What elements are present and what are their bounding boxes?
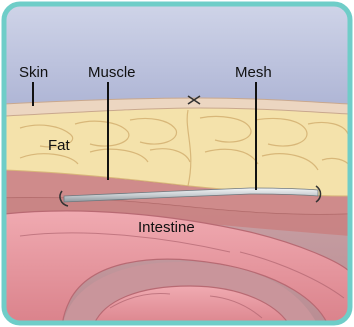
label-skin: Skin [19,64,48,81]
label-mesh: Mesh [235,64,272,81]
label-fat: Fat [48,137,71,154]
label-muscle: Muscle [88,64,136,81]
label-intestine: Intestine [138,219,195,236]
